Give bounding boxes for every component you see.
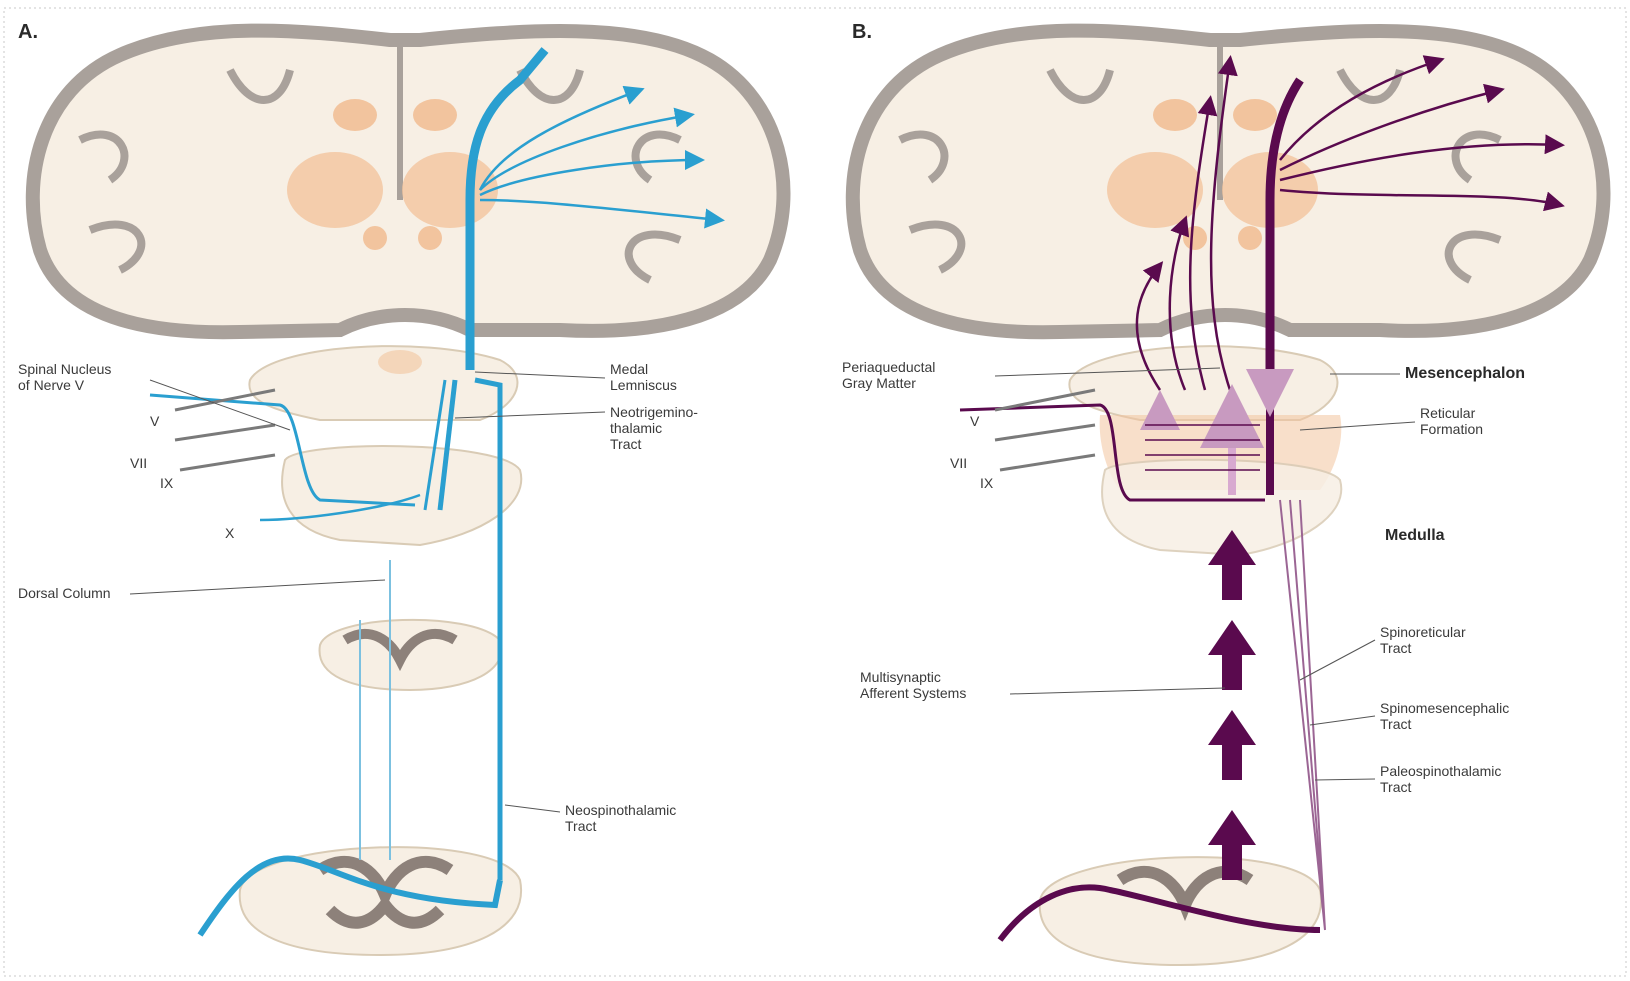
label-spinomesencephalic-1: Spinomesencephalic (1380, 700, 1509, 716)
aqueduct (378, 350, 422, 374)
label-nerve-v: V (150, 413, 160, 429)
root-vii (175, 425, 275, 440)
leader-multisynaptic (1010, 688, 1225, 694)
cervical-cord-section (320, 620, 502, 690)
root-ix (180, 455, 275, 470)
label-neotrigemino-2: thalamic (610, 420, 662, 436)
label-spinoreticular-1: Spinoreticular (1380, 624, 1466, 640)
label-paleospinothalamic-2: Tract (1380, 779, 1411, 795)
multisynaptic-arrows (1208, 530, 1256, 880)
label-neospinothalamic-2: Tract (565, 818, 596, 834)
spinal-cord-section (1040, 857, 1321, 965)
label-dorsal-column: Dorsal Column (18, 585, 111, 601)
label-medial-lemniscus-2: Lemniscus (610, 377, 677, 393)
leader-spinomesencephalic (1310, 716, 1375, 725)
thalamus-left (287, 152, 383, 228)
label-nerve-vii: VII (950, 455, 967, 471)
label-reticular-1: Reticular (1420, 405, 1476, 421)
label-neotrigemino-3: Tract (610, 436, 641, 452)
lumbar-cord-section (240, 847, 521, 955)
label-spinal-nucleus-1: Spinal Nucleus (18, 361, 111, 377)
label-multisynaptic-1: Multisynaptic (860, 669, 941, 685)
multisynaptic-arrow-2 (1208, 710, 1256, 780)
anterolateral-tracts (1280, 500, 1325, 930)
label-medial-lemniscus-1: Medal (610, 361, 648, 377)
root-vii (995, 425, 1095, 440)
thalamus-right (402, 152, 498, 228)
label-periaqueductal-1: Periaqueductal (842, 359, 935, 375)
label-paleospinothalamic-1: Paleospinothalamic (1380, 763, 1501, 779)
nucleus-small-left (1183, 226, 1207, 250)
label-periaqueductal-2: Gray Matter (842, 375, 916, 391)
label-spinoreticular-2: Tract (1380, 640, 1411, 656)
nucleus-right (1233, 99, 1277, 131)
panel-a: A. (18, 21, 784, 955)
nucleus-small-right (1238, 226, 1262, 250)
root-ix (1000, 455, 1095, 470)
label-multisynaptic-2: Afferent Systems (860, 685, 966, 701)
nucleus-small-right (418, 226, 442, 250)
nucleus-left (333, 99, 377, 131)
nucleus-small-left (363, 226, 387, 250)
multisynaptic-arrow-3 (1208, 620, 1256, 690)
label-nerve-ix: IX (160, 475, 174, 491)
panel-b-letter: B. (852, 21, 872, 43)
nucleus-left (1153, 99, 1197, 131)
medulla-section (282, 446, 521, 545)
label-nerve-vii: VII (130, 455, 147, 471)
panel-a-brainstem (240, 346, 522, 955)
label-nerve-x: X (225, 525, 235, 541)
label-reticular-2: Formation (1420, 421, 1483, 437)
panel-a-brain (33, 31, 784, 333)
thalamus-left (1107, 152, 1203, 228)
label-medulla: Medulla (1385, 527, 1445, 544)
label-nerve-ix: IX (980, 475, 994, 491)
nucleus-right (413, 99, 457, 131)
leader-paleospinothalamic (1315, 779, 1375, 780)
label-spinomesencephalic-2: Tract (1380, 716, 1411, 732)
leader-neospinothalamic (505, 805, 560, 812)
leader-dorsal-column (130, 580, 385, 594)
label-mesencephalon: Mesencephalon (1405, 365, 1525, 382)
label-spinal-nucleus-2: of Nerve V (18, 377, 85, 393)
label-neospinothalamic-1: Neospinothalamic (565, 802, 676, 818)
label-neotrigemino-1: Neotrigemino- (610, 404, 698, 420)
panel-b: B. (842, 21, 1604, 965)
panel-a-letter: A. (18, 21, 38, 43)
label-nerve-v: V (970, 413, 980, 429)
medulla-section (1102, 460, 1341, 555)
leader-spinoreticular (1300, 640, 1375, 680)
